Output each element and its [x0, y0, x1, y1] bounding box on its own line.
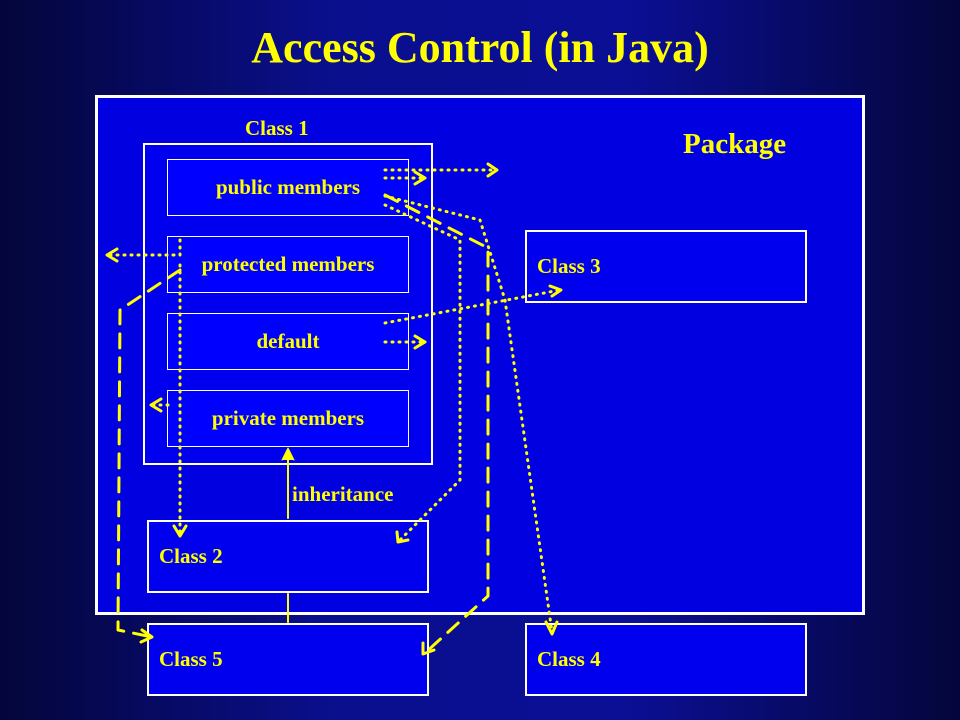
protected-to-class5-arrow — [116, 268, 182, 639]
default-members-box: default — [167, 313, 409, 370]
class3-box: Class 3 — [525, 230, 807, 303]
inheritance-label: inheritance — [292, 482, 394, 506]
public-to-class5-arrow — [383, 193, 490, 655]
protected-members-box: protected members — [167, 236, 409, 293]
protected-to-outside-arrow — [106, 238, 182, 257]
class2-box: Class 2 — [147, 520, 429, 593]
class4-box: Class 4 — [525, 623, 807, 696]
default-to-class3-arrow — [383, 288, 562, 325]
class5-box: Class 5 — [147, 623, 429, 696]
class1-label: Class 1 — [245, 116, 309, 140]
public-to-class4-arrow — [383, 194, 554, 634]
page-title: Access Control (in Java) — [251, 23, 709, 72]
private-members-box: private members — [167, 390, 409, 447]
package-label: Package — [683, 128, 787, 160]
public-to-class2-arrow — [383, 203, 462, 542]
public-members-box: public members — [167, 159, 409, 216]
